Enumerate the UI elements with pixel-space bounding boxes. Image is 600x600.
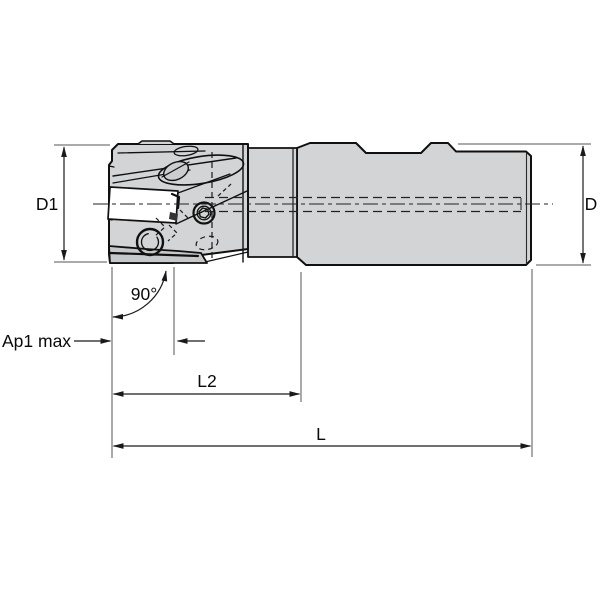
dimension-angle-90: 90°	[111, 267, 175, 458]
top-insert-tab	[137, 140, 175, 145]
flute-insert-edge	[161, 161, 190, 178]
centerlines	[93, 196, 553, 213]
dimension-l2: L2	[112, 272, 302, 402]
label-d1: D1	[36, 194, 58, 214]
tool-body	[107, 140, 532, 266]
label-l: L	[316, 424, 326, 444]
dimension-ap1max: Ap1 max	[2, 331, 205, 351]
tool-shank	[296, 142, 532, 266]
label-d: D	[585, 194, 598, 214]
dimension-l: L	[112, 269, 533, 457]
dimension-d1: D1	[36, 144, 110, 263]
hidden-detail-lines	[154, 152, 232, 260]
bottom-insert-screw-inner	[140, 232, 160, 252]
front-insert	[107, 186, 179, 224]
label-ap1max: Ap1 max	[2, 331, 71, 351]
bottom-insert-screw	[135, 227, 165, 257]
tool-neck	[247, 147, 298, 258]
dimension-d: D	[458, 143, 598, 266]
front-insert-clamp	[169, 212, 178, 221]
label-l2: L2	[197, 371, 216, 391]
label-angle: 90°	[131, 284, 157, 304]
insert-screw	[192, 201, 216, 225]
